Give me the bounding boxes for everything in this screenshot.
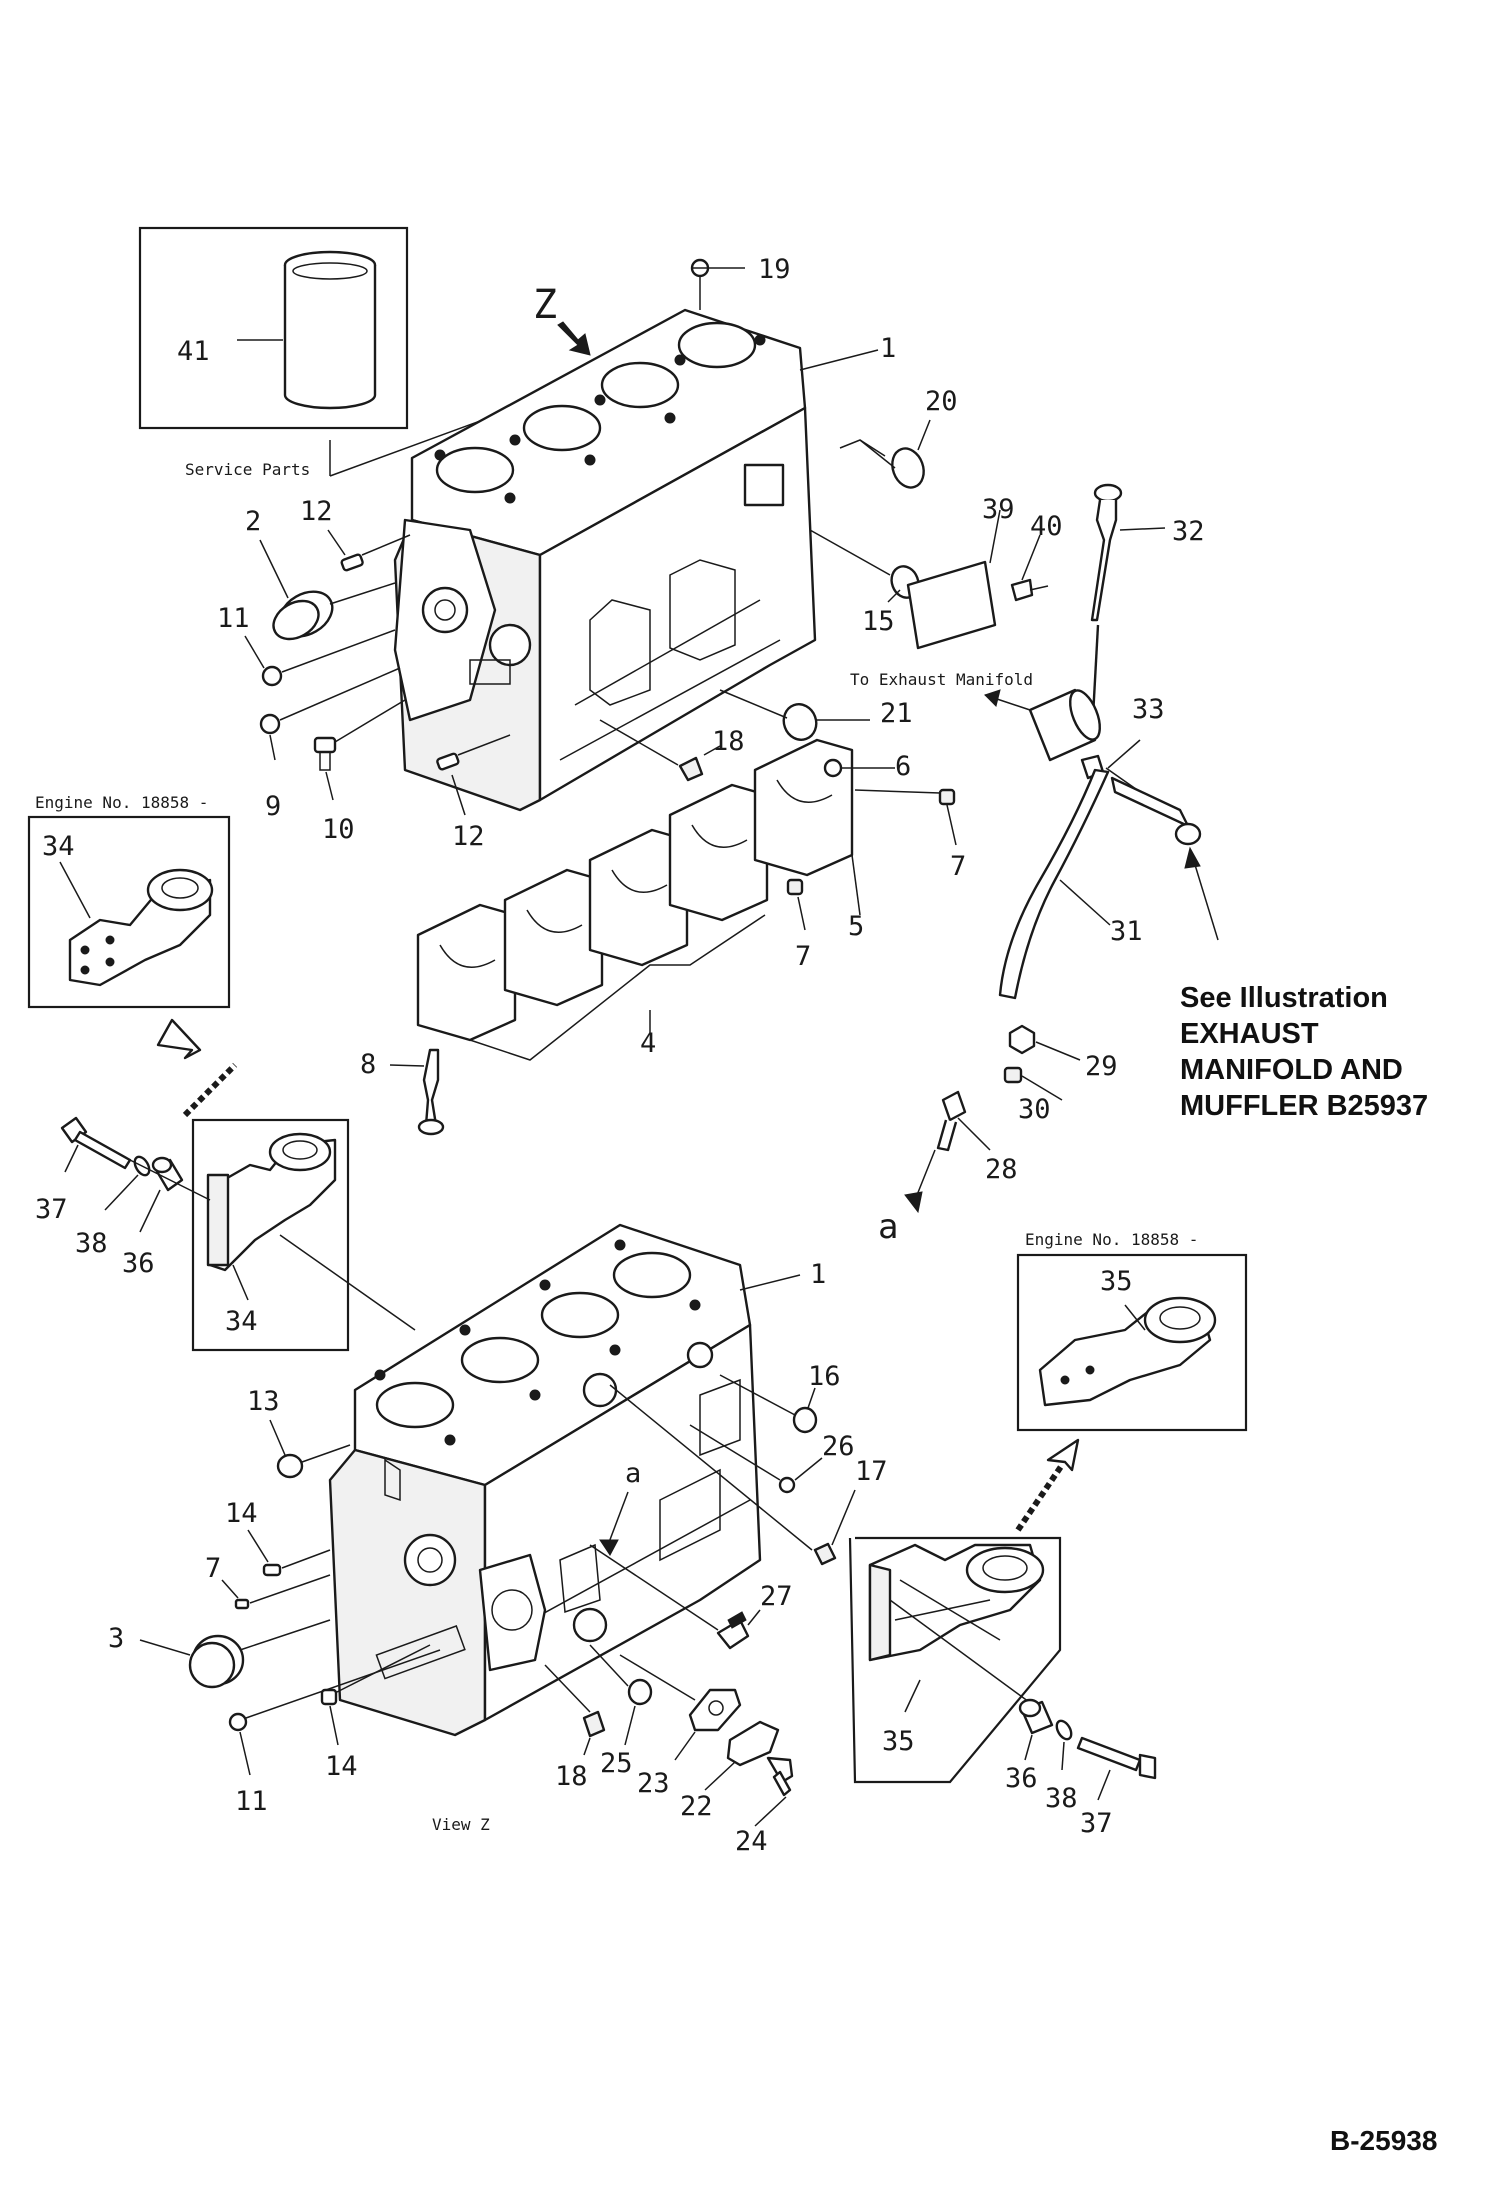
callout-7-bottom: 7 xyxy=(205,1553,221,1584)
callout-6: 6 xyxy=(895,751,911,782)
z-marker-label: Z xyxy=(533,282,557,328)
callout-38-left: 38 xyxy=(75,1228,108,1259)
callout-36-left: 36 xyxy=(122,1248,155,1279)
bracket-box-right xyxy=(848,1536,1157,1801)
see-illustration-line-4: MUFFLER B25937 xyxy=(1180,1090,1428,1122)
callout-28: 28 xyxy=(985,1154,1018,1185)
top-parts xyxy=(244,258,1219,1214)
callout-37-left: 37 xyxy=(35,1194,68,1225)
engine-no-right-label: Engine No. 18858 - xyxy=(1025,1230,1198,1249)
callout-11-bottom: 11 xyxy=(235,1786,268,1817)
callout-12-upper: 12 xyxy=(300,496,333,527)
callout-5: 5 xyxy=(848,911,864,942)
callout-34-inset: 34 xyxy=(42,831,75,862)
see-illustration-line-2: EXHAUST xyxy=(1180,1018,1319,1050)
callout-21: 21 xyxy=(880,698,913,729)
callout-29: 29 xyxy=(1085,1051,1118,1082)
callout-26: 26 xyxy=(822,1431,855,1462)
callout-numbers: 41 Service Parts 19 1 20 2 12 39 40 32 1… xyxy=(35,254,1437,2156)
view-z-label: View Z xyxy=(432,1815,490,1834)
callout-8: 8 xyxy=(360,1049,376,1080)
callout-30: 30 xyxy=(1018,1094,1051,1125)
exhaust-manifold-note: To Exhaust Manifold xyxy=(850,670,1033,689)
callout-27: 27 xyxy=(760,1581,793,1612)
callout-18-bottom: 18 xyxy=(555,1761,588,1792)
callout-9: 9 xyxy=(265,791,281,822)
bracket-box-left xyxy=(60,1116,416,1352)
callout-31: 31 xyxy=(1110,916,1143,947)
callout-20: 20 xyxy=(925,386,958,417)
callout-32: 32 xyxy=(1172,516,1205,547)
callout-10: 10 xyxy=(322,814,355,845)
callout-35-bracket: 35 xyxy=(882,1726,915,1757)
callout-19: 19 xyxy=(758,254,791,285)
callout-1-bottom: 1 xyxy=(810,1259,826,1290)
bottom-parts xyxy=(139,1274,856,1827)
cylinder-block-bottom: a xyxy=(328,1223,762,1737)
callout-14-upper: 14 xyxy=(225,1498,258,1529)
callout-7-left: 7 xyxy=(795,941,811,972)
callout-14-lower: 14 xyxy=(325,1751,358,1782)
callout-40: 40 xyxy=(1030,511,1063,542)
callout-12-lower: 12 xyxy=(452,821,485,852)
service-parts-label: Service Parts xyxy=(185,460,310,479)
arrow-letter-a-bottom: a xyxy=(625,1458,641,1489)
callout-23: 23 xyxy=(637,1768,670,1799)
callout-3: 3 xyxy=(108,1623,124,1654)
callout-16: 16 xyxy=(808,1361,841,1392)
main-bearing-caps xyxy=(389,738,957,1136)
callout-11-top: 11 xyxy=(217,603,250,634)
cylinder-block-top xyxy=(393,308,817,812)
callout-15: 15 xyxy=(862,606,895,637)
see-illustration-line-3: MANIFOLD AND xyxy=(1180,1054,1403,1086)
callout-1-top: 1 xyxy=(880,333,896,364)
callout-41: 41 xyxy=(177,336,210,367)
callout-24: 24 xyxy=(735,1826,768,1857)
engine-no-inset-right: Engine No. 18858 - xyxy=(1015,1230,1248,1532)
z-direction-marker: Z xyxy=(533,282,591,356)
callout-18-top: 18 xyxy=(712,726,745,757)
callout-13: 13 xyxy=(247,1386,280,1417)
callout-36-right: 36 xyxy=(1005,1763,1038,1794)
engine-no-left-label: Engine No. 18858 - xyxy=(35,793,208,812)
drawing-number: B-25938 xyxy=(1330,2125,1437,2156)
callout-17: 17 xyxy=(855,1456,888,1487)
callout-33: 33 xyxy=(1132,694,1165,725)
arrow-letter-a: a xyxy=(878,1207,898,1247)
callout-39: 39 xyxy=(982,494,1015,525)
callout-4: 4 xyxy=(640,1028,656,1059)
callout-38-right: 38 xyxy=(1045,1783,1078,1814)
callout-35-inset: 35 xyxy=(1100,1266,1133,1297)
callout-2: 2 xyxy=(245,506,261,537)
see-illustration-line-1: See Illustration xyxy=(1180,982,1388,1014)
callout-25: 25 xyxy=(600,1748,633,1779)
callout-7-right: 7 xyxy=(950,851,966,882)
callout-34-bracket: 34 xyxy=(225,1306,258,1337)
see-illustration-note: See Illustration EXHAUST MANIFOLD AND MU… xyxy=(1180,982,1428,1122)
engine-no-inset-left: Engine No. 18858 - xyxy=(27,793,238,1118)
callout-37-right: 37 xyxy=(1080,1808,1113,1839)
callout-22: 22 xyxy=(680,1791,713,1822)
